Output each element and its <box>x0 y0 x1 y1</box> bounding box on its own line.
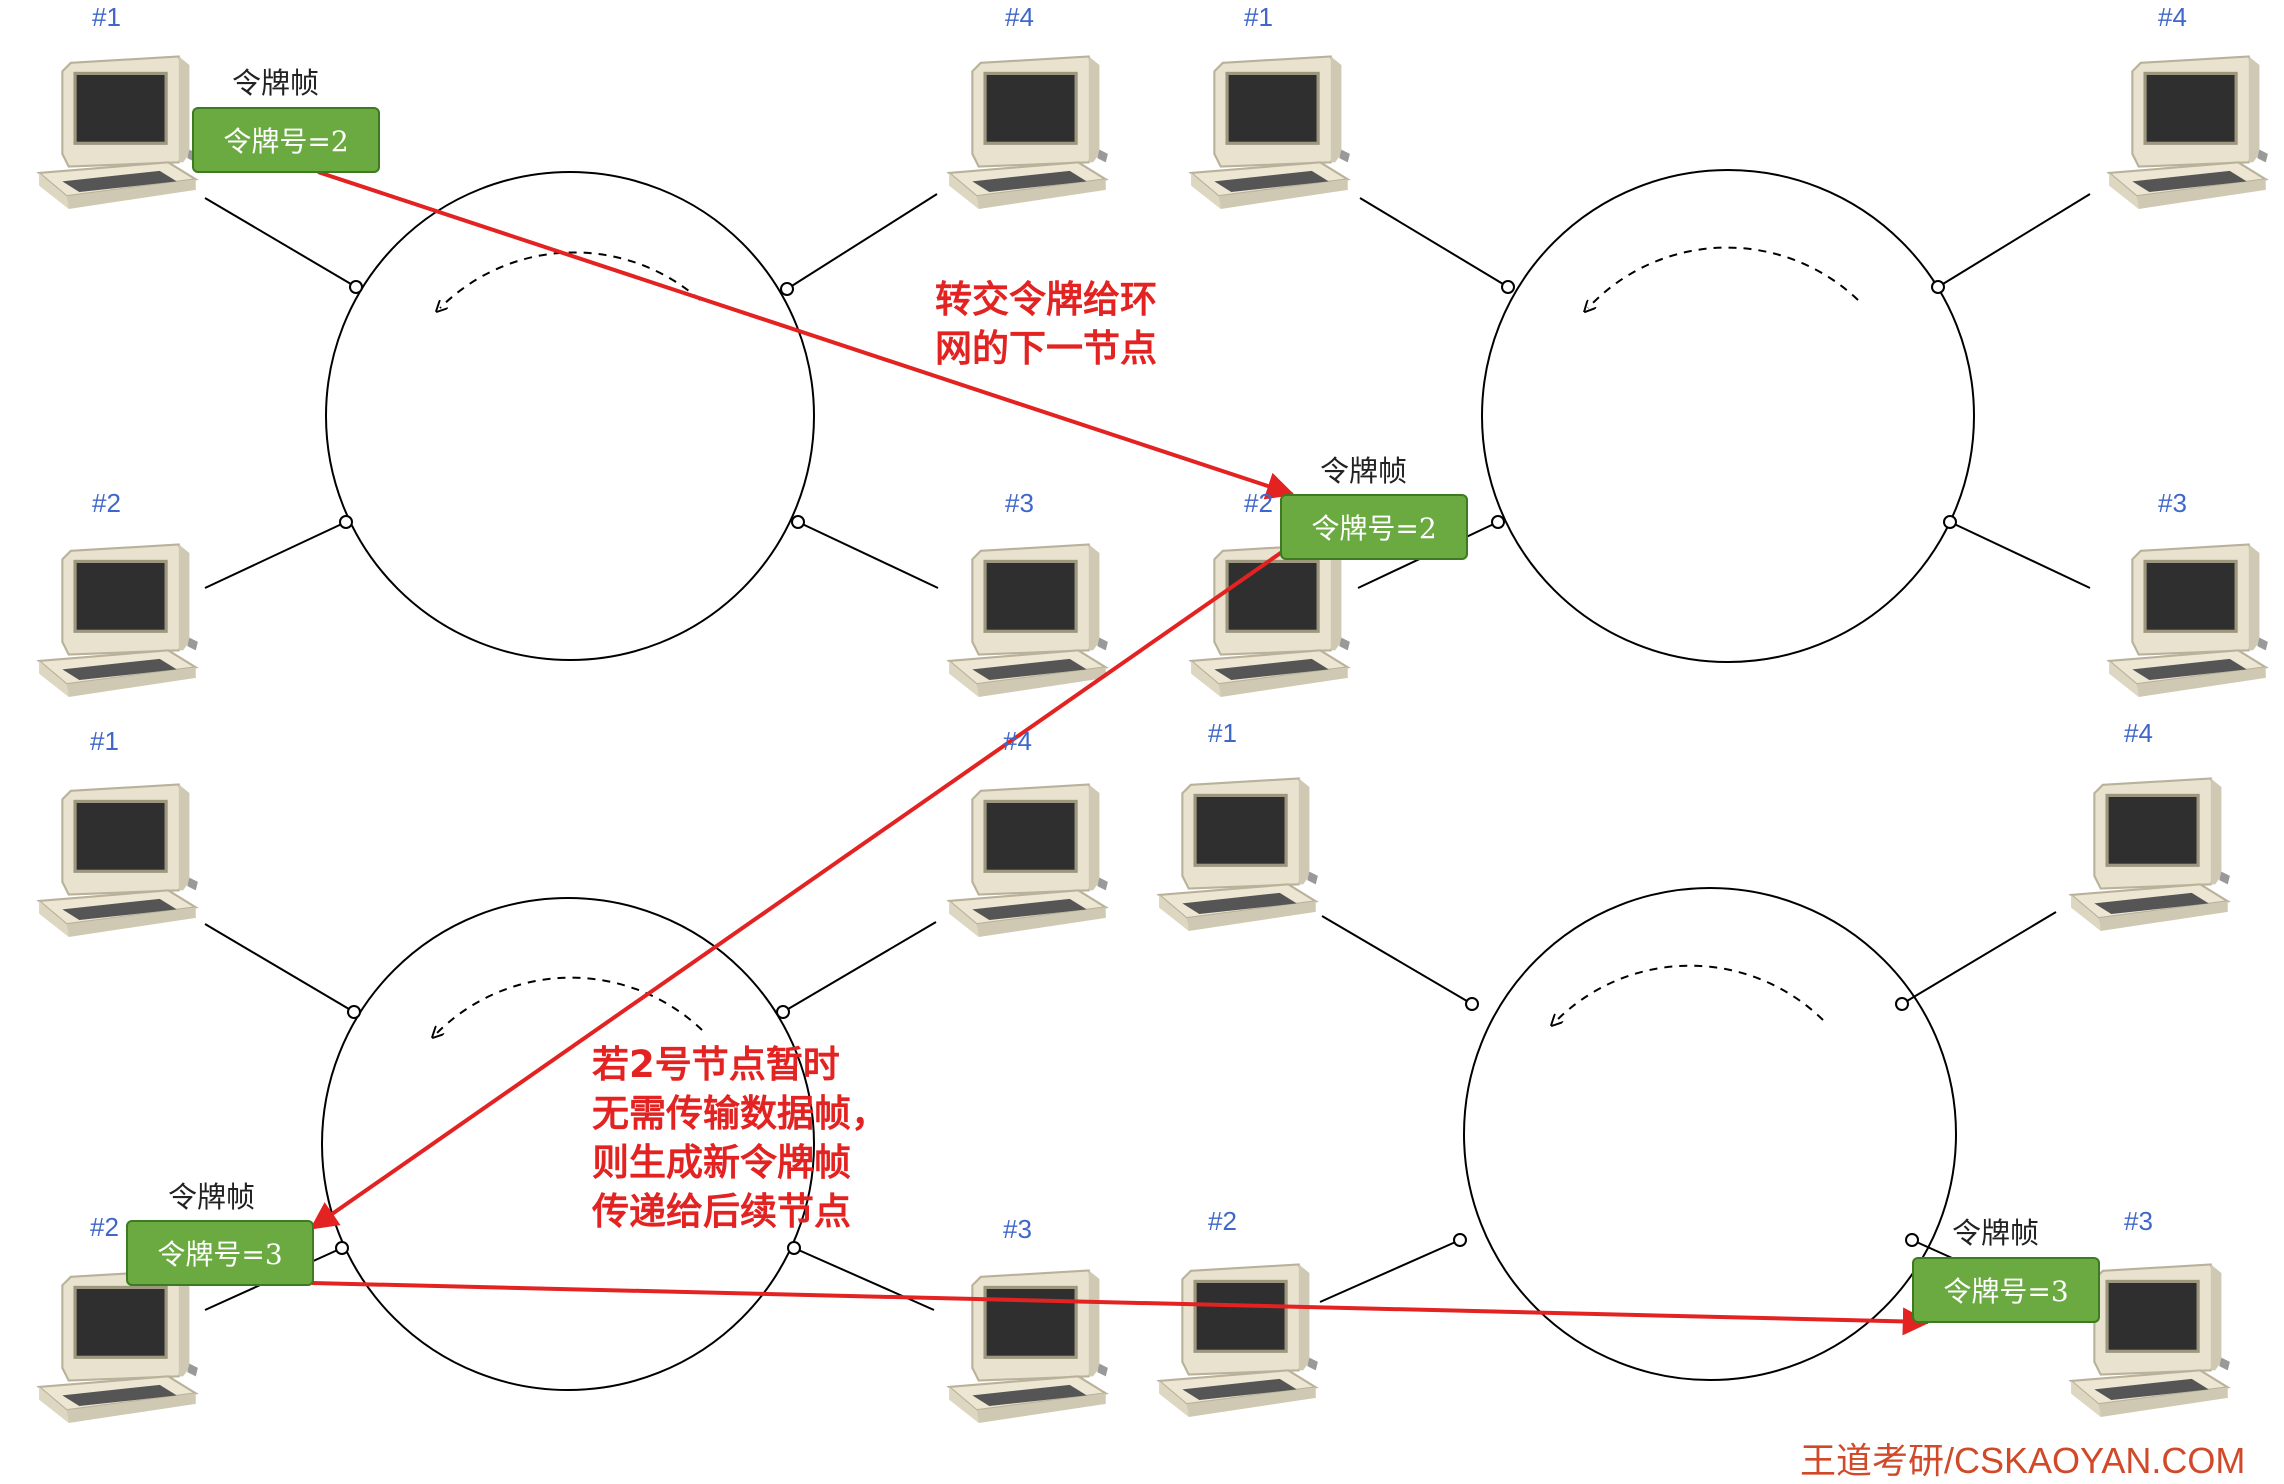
computer-icon <box>947 54 1110 211</box>
note-line: 若2号节点暂时 <box>592 1043 840 1086</box>
watermark: 王道考研/CSKAOYAN.COM <box>1800 1440 2246 1481</box>
node-label: #1 <box>1208 718 1237 748</box>
node-label: #4 <box>2124 718 2153 748</box>
ring-port <box>349 280 363 294</box>
token-frame-box: 令牌号=2 <box>1280 494 1468 560</box>
link-line <box>1937 193 2091 288</box>
rotation-arrow-icon <box>1588 246 1859 308</box>
computer-icon <box>947 542 1110 699</box>
ring <box>321 897 815 1391</box>
ring-port <box>1905 1233 1919 1247</box>
token-frame-title: 令牌帧 <box>1952 1216 2040 1250</box>
link-line <box>782 921 937 1013</box>
node-label: #2 <box>1244 488 1273 518</box>
ring-port <box>347 1005 361 1019</box>
token-frame-box: 令牌号=2 <box>192 107 380 173</box>
node-label: #2 <box>90 1212 119 1242</box>
ring-port <box>1465 997 1479 1011</box>
node-label: #3 <box>1003 1214 1032 1244</box>
ring-port <box>791 515 805 529</box>
note-line: 则生成新令牌帧 <box>592 1141 851 1184</box>
rotation-arrow-icon <box>440 251 701 308</box>
ring-port <box>776 1005 790 1019</box>
link-line <box>797 521 939 589</box>
computer-icon <box>1157 776 1320 933</box>
computer-icon <box>2107 54 2270 211</box>
note-pass-token: 转交令牌给环 网的下一节点 <box>935 275 1157 373</box>
node-label: #4 <box>1003 726 1032 756</box>
link-line <box>786 193 938 290</box>
ring-port <box>339 515 353 529</box>
node-label: #3 <box>2124 1206 2153 1236</box>
ring-port <box>1491 515 1505 529</box>
note-new-token: 若2号节点暂时 无需传输数据帧， 则生成新令牌帧 传递给后续节点 <box>592 1040 888 1236</box>
ring-port <box>335 1241 349 1255</box>
link-line <box>793 1247 935 1311</box>
node-label: #1 <box>1244 2 1273 32</box>
ring-port <box>1453 1233 1467 1247</box>
ring-port <box>1931 280 1945 294</box>
token-frame-title: 令牌帧 <box>232 66 320 100</box>
token-transfer-arrow <box>311 1281 1931 1336</box>
node-label: #1 <box>92 2 121 32</box>
note-line: 转交令牌给环 <box>935 278 1157 321</box>
computer-icon <box>37 782 200 939</box>
node-label: #3 <box>2158 488 2187 518</box>
computer-icon <box>37 1268 200 1425</box>
link-line <box>1949 521 2091 589</box>
node-label: #3 <box>1005 488 1034 518</box>
ring-port <box>780 282 794 296</box>
token-transfer-arrow <box>309 550 1284 1230</box>
node-label: #4 <box>1005 2 1034 32</box>
computer-icon <box>1189 54 1352 211</box>
ring <box>1463 887 1957 1381</box>
node-label: #2 <box>92 488 121 518</box>
ring-panel-1 <box>37 54 1110 699</box>
link-line <box>204 521 347 589</box>
token-frame-title: 令牌帧 <box>1320 454 1408 488</box>
link-line <box>1321 915 1473 1005</box>
computer-icon <box>37 542 200 699</box>
node-label: #4 <box>2158 2 2187 32</box>
computer-icon <box>947 782 1110 939</box>
ring-port <box>787 1241 801 1255</box>
ring-panel-2 <box>1189 54 2270 699</box>
note-line: 网的下一节点 <box>935 327 1157 370</box>
link-line <box>204 923 355 1013</box>
computer-icon <box>37 54 200 211</box>
token-frame-title: 令牌帧 <box>168 1180 256 1214</box>
computer-icon <box>2107 542 2270 699</box>
computer-icon <box>947 1268 1110 1425</box>
link-line <box>1901 911 2057 1005</box>
ring-port <box>1895 997 1909 1011</box>
token-frame-box: 令牌号=3 <box>126 1220 314 1286</box>
diagram-canvas <box>37 54 2270 1425</box>
ring <box>1481 169 1975 663</box>
note-line: 无需传输数据帧， <box>592 1092 888 1135</box>
link-line <box>1359 197 1509 288</box>
computer-icon <box>1157 1262 1320 1419</box>
token-transfer-arrow <box>317 170 1295 500</box>
ring <box>325 171 815 661</box>
node-label: #1 <box>90 726 119 756</box>
token-frame-box: 令牌号=3 <box>1912 1257 2100 1323</box>
rotation-arrow-icon <box>1555 964 1824 1022</box>
link-line <box>1319 1239 1461 1303</box>
computer-icon <box>1189 542 1352 699</box>
note-line: 传递给后续节点 <box>592 1190 851 1233</box>
link-line <box>204 197 357 288</box>
node-label: #2 <box>1208 1206 1237 1236</box>
ring-port <box>1943 515 1957 529</box>
ring-port <box>1501 280 1515 294</box>
computer-icon <box>2069 776 2232 933</box>
ring-panel-3 <box>37 782 1110 1425</box>
